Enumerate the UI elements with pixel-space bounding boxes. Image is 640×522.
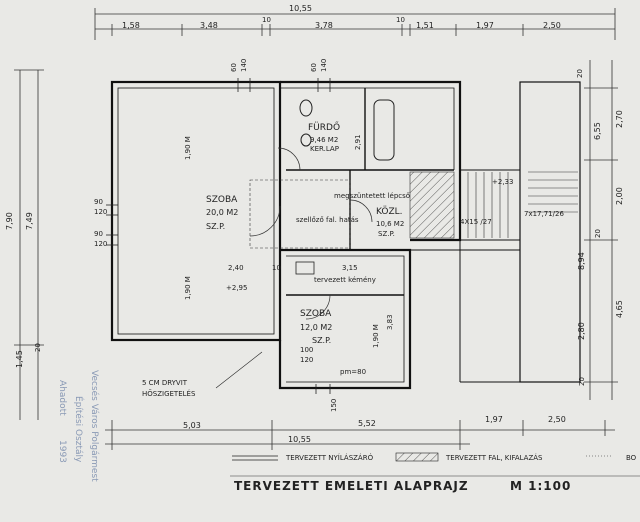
- washbasin: [299, 99, 313, 117]
- svg-text:1993: 1993: [57, 440, 67, 463]
- inner-dim: 140: [320, 59, 328, 72]
- inner-dim: 2,91: [354, 134, 362, 150]
- inner-dim: 1,90 M: [372, 324, 380, 348]
- room-area: 10,6 M2: [376, 220, 404, 228]
- inner-dim: 60: [310, 63, 318, 72]
- svg-text:Vecsés Város Polgármest: Vecsés Város Polgármest: [89, 370, 100, 482]
- room-name: SZOBA: [206, 195, 238, 205]
- inner-dim: 1,90 M: [184, 136, 192, 160]
- room-floor: SZ.P.: [378, 230, 395, 238]
- right-dim: 2,00: [615, 187, 624, 205]
- toilet: [300, 133, 312, 147]
- top-dim-seg: 3,78: [315, 21, 333, 30]
- drawing-scale: M 1:100: [510, 479, 571, 493]
- right-dim: 20: [576, 69, 584, 78]
- top-dim-seg: 1,97: [476, 21, 494, 30]
- top-dim-seg: 10: [262, 16, 271, 24]
- right-dim: 2,80: [577, 322, 586, 340]
- window-marks: [106, 78, 331, 394]
- top-dimension-chain: [94, 8, 616, 40]
- svg-text:Ahadott: Ahadott: [57, 380, 67, 416]
- removed-stair-outline: [249, 179, 351, 249]
- inner-dim: 150: [330, 399, 338, 412]
- room-kozl: KÖZL. 10,6 M2 SZ.P.: [376, 206, 404, 238]
- legend-other: BO: [626, 454, 637, 462]
- top-dim-seg: 1,51: [416, 21, 434, 30]
- room-floor: SZ.P.: [312, 336, 331, 345]
- right-dim: 2,70: [615, 110, 624, 128]
- inner-dim: 120: [300, 356, 313, 364]
- inner-dim: 60: [230, 63, 238, 72]
- right-dim: 4,65: [615, 300, 624, 318]
- room-furdo: FÜRDŐ 9,46 M2 KER.LAP: [308, 122, 340, 153]
- bottom-dim-seg: 1,97: [485, 415, 503, 424]
- exterior-walls: [110, 80, 581, 390]
- level-label: +2,33: [492, 178, 513, 186]
- left-dim: 20: [34, 343, 42, 352]
- svg-text:Építési Osztály: Építési Osztály: [73, 396, 85, 463]
- door-swings: [249, 147, 373, 320]
- bottom-dim-seg: 2,50: [548, 415, 566, 424]
- inner-dim: 90: [94, 230, 103, 238]
- room-floor: KER.LAP: [310, 145, 339, 153]
- room-area: 20,0 M2: [206, 208, 238, 217]
- inner-dim: 10: [272, 264, 281, 272]
- inner-dim: 2,40: [228, 264, 244, 272]
- legend-window: TERVEZETT NYÍLÁSZÁRÓ: [285, 453, 374, 462]
- right-dim: 20: [578, 377, 586, 386]
- room-name: KÖZL.: [376, 206, 403, 217]
- room-name: SZOBA: [300, 309, 332, 319]
- approval-stamp: Vecsés Város Polgármest Építési Osztály …: [57, 370, 100, 482]
- inner-dim: 140: [240, 59, 248, 72]
- hatched-wall-area: [409, 171, 455, 239]
- insulation-label: 5 CM DRYVIT: [142, 379, 188, 387]
- inner-dim: 120: [94, 208, 107, 216]
- removed-stair-label: megszüntetett lépcső: [334, 191, 410, 200]
- inner-dim: 3,15: [342, 264, 358, 272]
- bottom-overall-dim: 10,55: [288, 435, 311, 444]
- chimney: [295, 261, 315, 275]
- stair-spec-label: 4X15 /27: [460, 218, 492, 226]
- legend: TERVEZETT NYÍLÁSZÁRÓ TERVEZETT FAL, KIFA…: [232, 452, 637, 462]
- room-szoba-2: SZOBA 12,0 M2 SZ.P.: [300, 309, 332, 345]
- bottom-dim-seg: 5,52: [358, 419, 376, 428]
- room-floor: SZ.P.: [206, 222, 225, 231]
- leader-line: [215, 351, 263, 389]
- room-name: FÜRDŐ: [308, 122, 340, 133]
- right-dim: 8,94: [577, 252, 586, 270]
- top-dim-seg: 2,50: [543, 21, 561, 30]
- left-dim: 1,45: [15, 350, 24, 368]
- left-dim: 7,49: [25, 212, 34, 230]
- inner-dim: 3,83: [386, 314, 394, 330]
- stair-treads: [467, 171, 578, 238]
- bottom-dim-seg: 5,03: [183, 421, 201, 430]
- top-dim-seg: 3,48: [200, 21, 218, 30]
- top-dim-seg: 1,58: [122, 21, 140, 30]
- top-dim-seg: 10: [396, 16, 405, 24]
- inner-dim: 120: [94, 240, 107, 248]
- top-overall-dim: 10,55: [289, 4, 312, 13]
- left-dim: 7,90: [5, 212, 14, 230]
- level-label: +2,95: [226, 284, 247, 292]
- inner-dim: 1,90 M: [184, 276, 192, 300]
- drawing-title: TERVEZETT EMELETI ALAPRAJZ: [234, 479, 469, 493]
- bathtub: [373, 99, 395, 161]
- bottom-dimension-chain: [105, 420, 615, 450]
- ventilation-label: szellőző fal. hatás: [296, 215, 359, 224]
- left-dimension-chain: [14, 69, 44, 420]
- room-szoba-1: SZOBA 20,0 M2 SZ.P.: [206, 195, 238, 231]
- legend-wall: TERVEZETT FAL, KIFALAZÁS: [445, 453, 543, 462]
- chimney-label: tervezett kémény: [314, 276, 376, 284]
- room-area: 12,0 M2: [300, 323, 332, 332]
- right-dim: 20: [594, 229, 602, 238]
- right-dim: 6,55: [593, 122, 602, 140]
- right-dimension-chain: [584, 60, 618, 400]
- pm-label: pm=80: [340, 368, 366, 376]
- inner-dim: 90: [94, 198, 103, 206]
- insulation-label: HŐSZIGETELÉS: [142, 389, 196, 398]
- room-area: 9,46 M2: [310, 136, 338, 144]
- stair-spec2-label: 7x17,71/26: [524, 210, 564, 218]
- inner-dim: 100: [300, 346, 313, 354]
